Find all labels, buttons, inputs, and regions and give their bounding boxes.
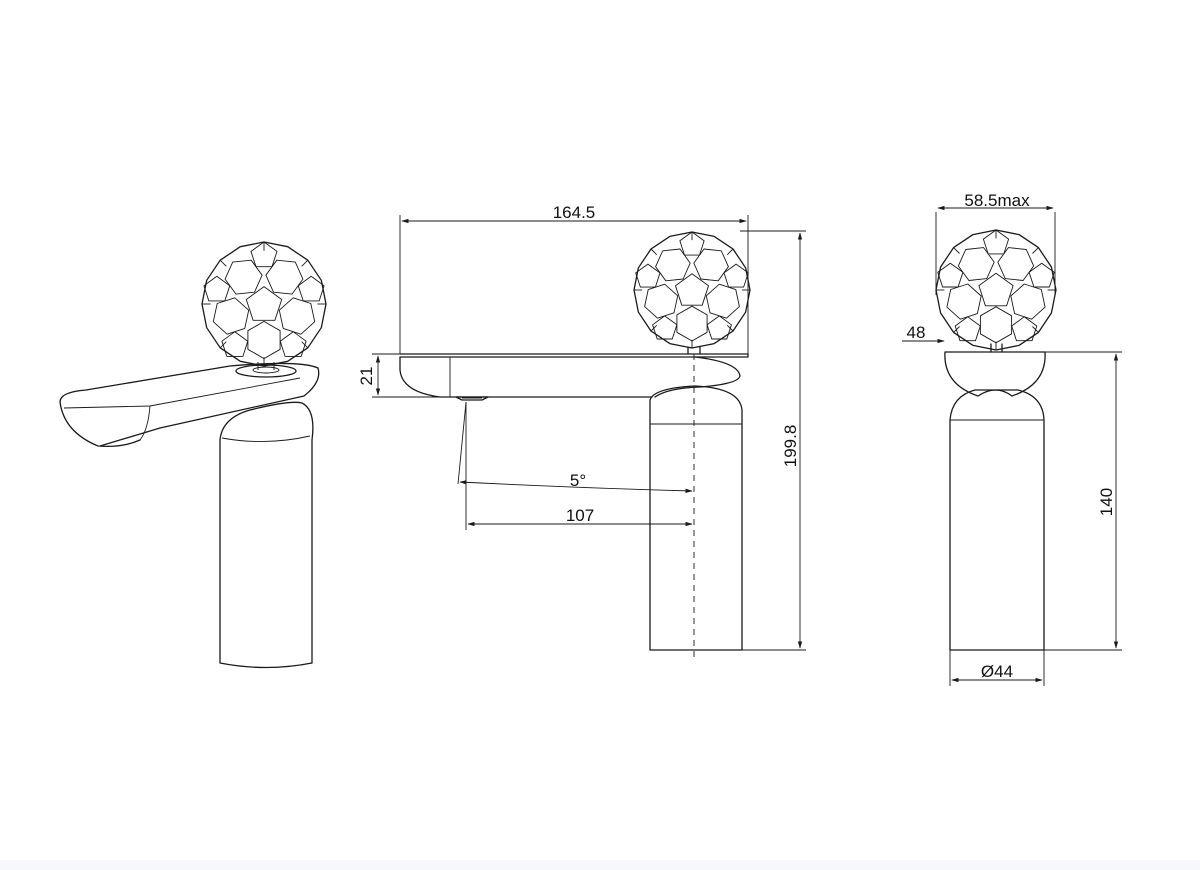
perspective-view bbox=[59, 241, 327, 669]
dim-outlet-reach: 107 bbox=[566, 506, 594, 525]
perspective-body bbox=[219, 439, 313, 669]
faceted-ball-handle-icon bbox=[633, 231, 751, 349]
dim-handle-base: 48 bbox=[907, 323, 926, 342]
dim-spout-reach: 164.5 bbox=[553, 203, 596, 222]
perspective-collar bbox=[219, 401, 314, 441]
dim-overall-height: 199.8 bbox=[781, 425, 800, 468]
dim-body-height: 140 bbox=[1097, 488, 1116, 516]
bottom-band bbox=[0, 860, 1200, 870]
front-body bbox=[949, 389, 1045, 651]
side-body bbox=[649, 385, 743, 651]
side-aerator bbox=[455, 396, 489, 401]
dim-body-diameter: Ø44 bbox=[981, 662, 1013, 681]
side-spout bbox=[399, 353, 749, 398]
dim-handle-width: 58.5max bbox=[964, 191, 1030, 210]
side-view: 164.5 21 199.8 5° 107 bbox=[357, 203, 806, 660]
front-view: 58.5max 48 140 Ø44 bbox=[902, 191, 1122, 686]
dim-spout-height: 21 bbox=[357, 367, 376, 386]
faceted-ball-handle-icon bbox=[935, 229, 1057, 351]
dim-angle: 5° bbox=[570, 471, 586, 490]
faceted-ball-handle-icon bbox=[201, 241, 327, 367]
